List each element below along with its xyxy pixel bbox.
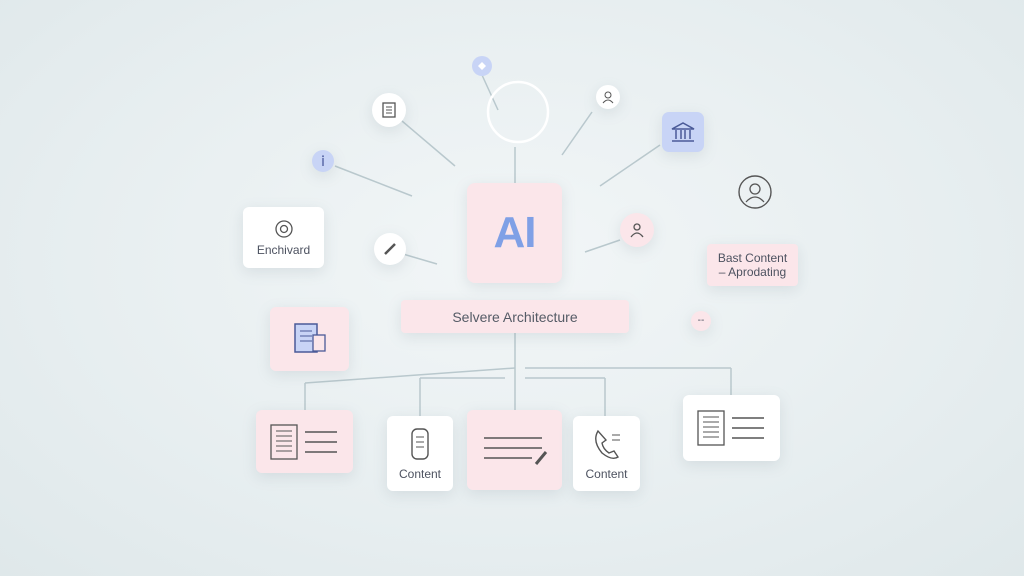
bottom-card-2-label: Content [585, 466, 628, 481]
checklist-icon-right [696, 410, 764, 446]
bottom-card-2: Content [573, 416, 640, 491]
right-card-line1: Bast Content [717, 251, 788, 265]
list-edit-icon [483, 437, 547, 465]
ellipsis-text: -- [697, 315, 705, 326]
checklist-tile-left [256, 410, 353, 473]
notebook-icon [293, 323, 326, 353]
left-card: Enchivard [243, 207, 324, 268]
bottom-card-1: Content [387, 416, 453, 491]
user-icon [596, 85, 620, 109]
document-icon [372, 93, 406, 127]
right-card: Bast Content – Aprodating [707, 244, 798, 286]
ellipsis-node: -- [691, 311, 711, 331]
ai-logo-text: AI [493, 208, 537, 257]
checklist-icon [269, 423, 337, 460]
hub-circle [486, 80, 550, 144]
left-card-label: Enchivard [256, 242, 311, 257]
at-icon [274, 219, 293, 238]
bank-icon [662, 112, 704, 152]
target-user-icon [736, 173, 774, 211]
person-icon [620, 213, 654, 247]
architecture-title: Selvere Architecture [401, 300, 629, 333]
architecture-title-text: Selvere Architecture [452, 308, 578, 325]
bottom-card-1-label: Content [398, 466, 442, 481]
ai-logo-tile: AI [467, 183, 562, 283]
right-card-line2: – Aprodating [718, 265, 787, 279]
pen-icon [374, 233, 406, 265]
info-icon [312, 150, 334, 172]
list-edit-tile [467, 410, 562, 490]
checklist-tile-right [683, 395, 780, 461]
phone-icon [594, 429, 620, 459]
notebook-tile [270, 307, 349, 371]
device-icon [411, 427, 429, 460]
